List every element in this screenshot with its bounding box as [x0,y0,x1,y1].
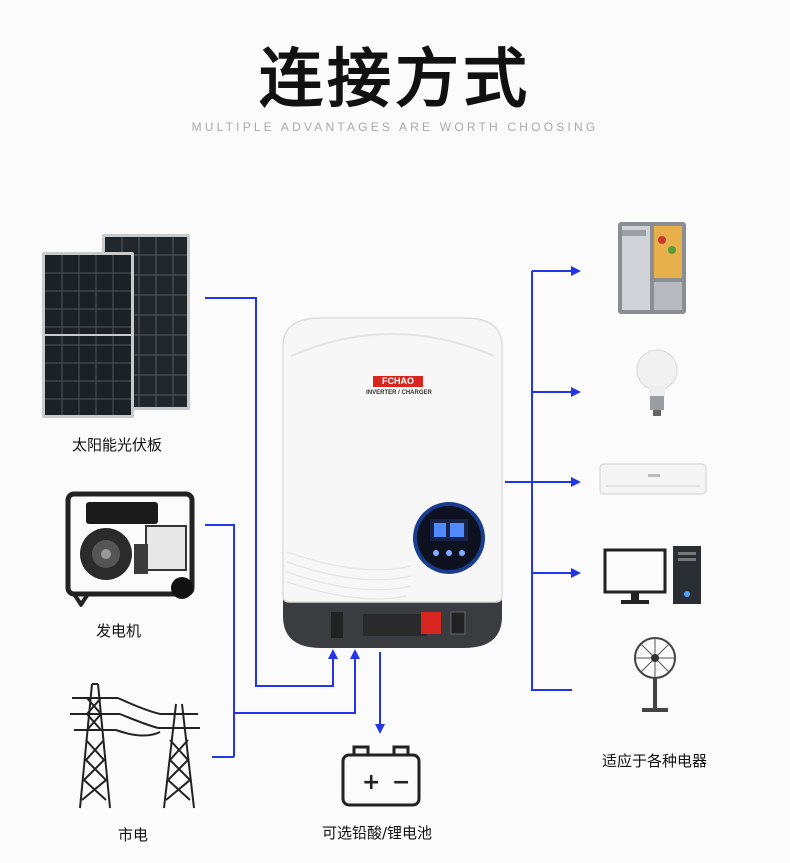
power-tower-icon [70,683,200,809]
computer-icon [603,546,701,604]
air-conditioner-icon [599,463,707,495]
refrigerator-icon [618,222,686,314]
solar-panel-icon [42,234,190,418]
generator-wire [205,524,235,757]
battery-icon: + − [341,745,421,807]
battery-minus: − [392,770,410,795]
page-subtitle: MULTIPLE ADVANTAGES ARE WORTH CHOOSING [191,120,599,134]
fan-icon [634,637,676,712]
brand-logo: FCHAO [373,376,423,387]
generator-icon [65,491,195,608]
battery-label: 可选铅酸/锂电池 [322,824,433,842]
loads-label: 适应于各种电器 [602,752,708,770]
page-title: 连接方式 [259,43,531,117]
solar-wire [205,297,338,687]
load-bus [531,271,572,691]
solar-label: 太阳能光伏板 [72,436,163,454]
grid-wire-b [234,649,360,714]
lcd-display [413,502,485,574]
battery-plus: + [362,770,380,795]
generator-label: 发电机 [96,622,142,640]
grid-label: 市电 [118,826,149,844]
inverter-model-text: INVERTER / CHARGER [366,390,432,396]
inverter: FCHAO INVERTER / CHARGER [281,316,504,651]
light-bulb-icon [636,349,678,416]
